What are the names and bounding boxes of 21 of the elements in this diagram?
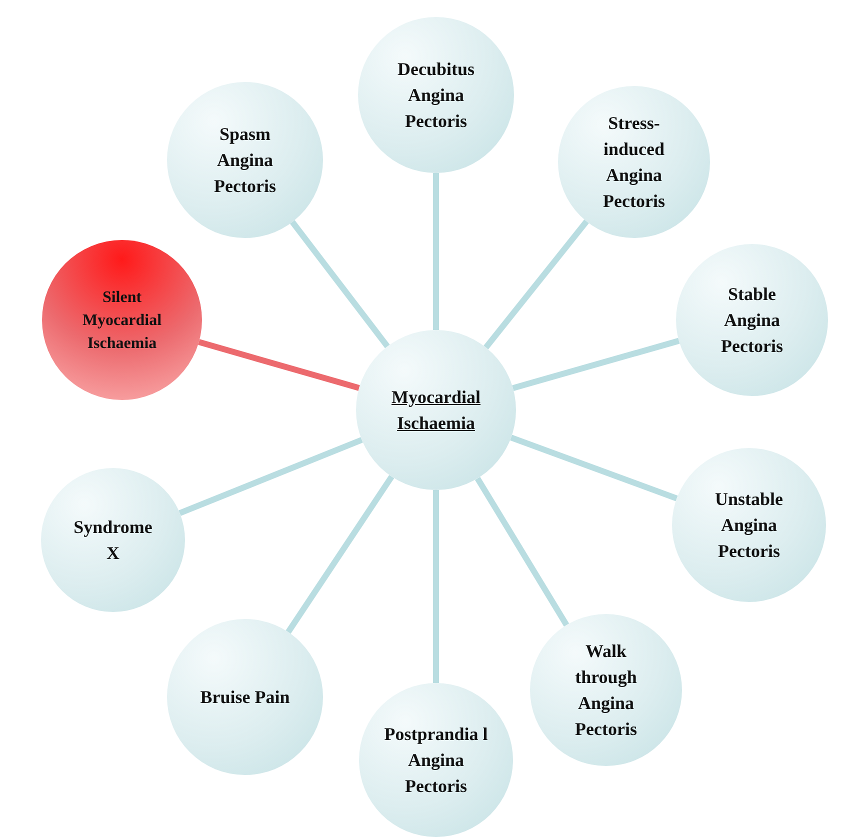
- circle-label: Syndrome X: [72, 516, 154, 565]
- circle-label: Walk through Angina Pectoris: [574, 640, 638, 741]
- circle-label: Postprandia l Angina Pectoris: [384, 723, 488, 798]
- connector-line: [510, 434, 678, 502]
- connector-line: [474, 476, 570, 627]
- circle-label: Stable Angina Pectoris: [720, 283, 784, 358]
- connector-line: [433, 490, 439, 683]
- connector-line: [286, 474, 394, 634]
- circle-label: Unstable Angina Pectoris: [714, 488, 784, 563]
- circle-label: Stress-induced Angina Pectoris: [602, 112, 666, 213]
- connector-line: [512, 338, 680, 391]
- connector-line: [433, 173, 439, 330]
- connector-line: [484, 220, 589, 350]
- connector-line: [290, 220, 390, 348]
- circle-label: Spasm Angina Pectoris: [213, 123, 277, 198]
- circle-label: Decubitus Angina Pectoris: [396, 58, 476, 133]
- connector-line: [178, 437, 363, 516]
- circle-label: Silent Myocardial Ischaemia: [81, 288, 163, 354]
- connector-line: [198, 339, 360, 391]
- circle-label: Bruise Pain: [200, 686, 290, 709]
- circle-label: Myocardial Ischaemia: [390, 386, 482, 435]
